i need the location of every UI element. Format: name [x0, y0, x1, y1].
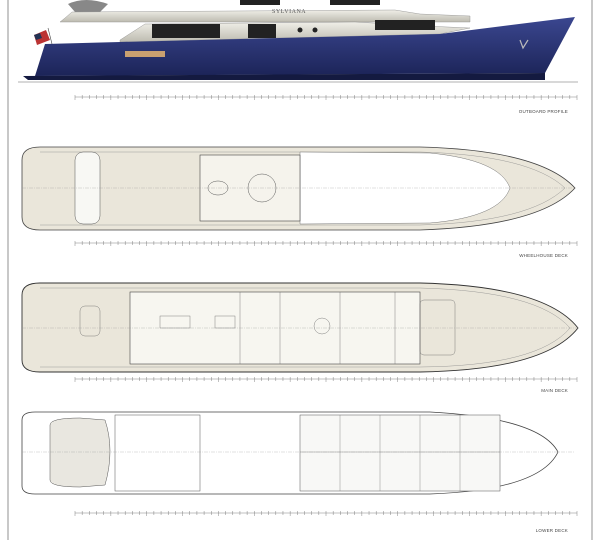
- guest-cabins: [299, 414, 501, 492]
- label-main-deck: MAIN DECK: [541, 388, 568, 393]
- lower-deck-plan: [21, 411, 575, 495]
- label-wheelhouse-deck: WHEELHOUSE DECK: [519, 253, 568, 258]
- transom-window: [125, 51, 165, 57]
- label-lower-deck: LOWER DECK: [535, 528, 568, 533]
- windows: [152, 0, 435, 38]
- boot-stripe: [23, 73, 545, 80]
- wheelhouse-deck-plan: [21, 146, 576, 231]
- anchor: [519, 39, 529, 50]
- main-deck-plan: [21, 282, 579, 373]
- upper-deck: [59, 9, 471, 23]
- scale-rulers: [74, 95, 578, 516]
- hull: [35, 17, 575, 76]
- vessel-name: SYLVIANA: [272, 9, 307, 15]
- tender: [68, 0, 108, 12]
- tender-garage: [49, 417, 111, 488]
- engine-room: [114, 414, 201, 492]
- outboard-profile: [18, 0, 578, 83]
- label-outboard-profile: OUTBOARD PROFILE: [518, 109, 568, 114]
- us-flag-icon: [34, 27, 53, 45]
